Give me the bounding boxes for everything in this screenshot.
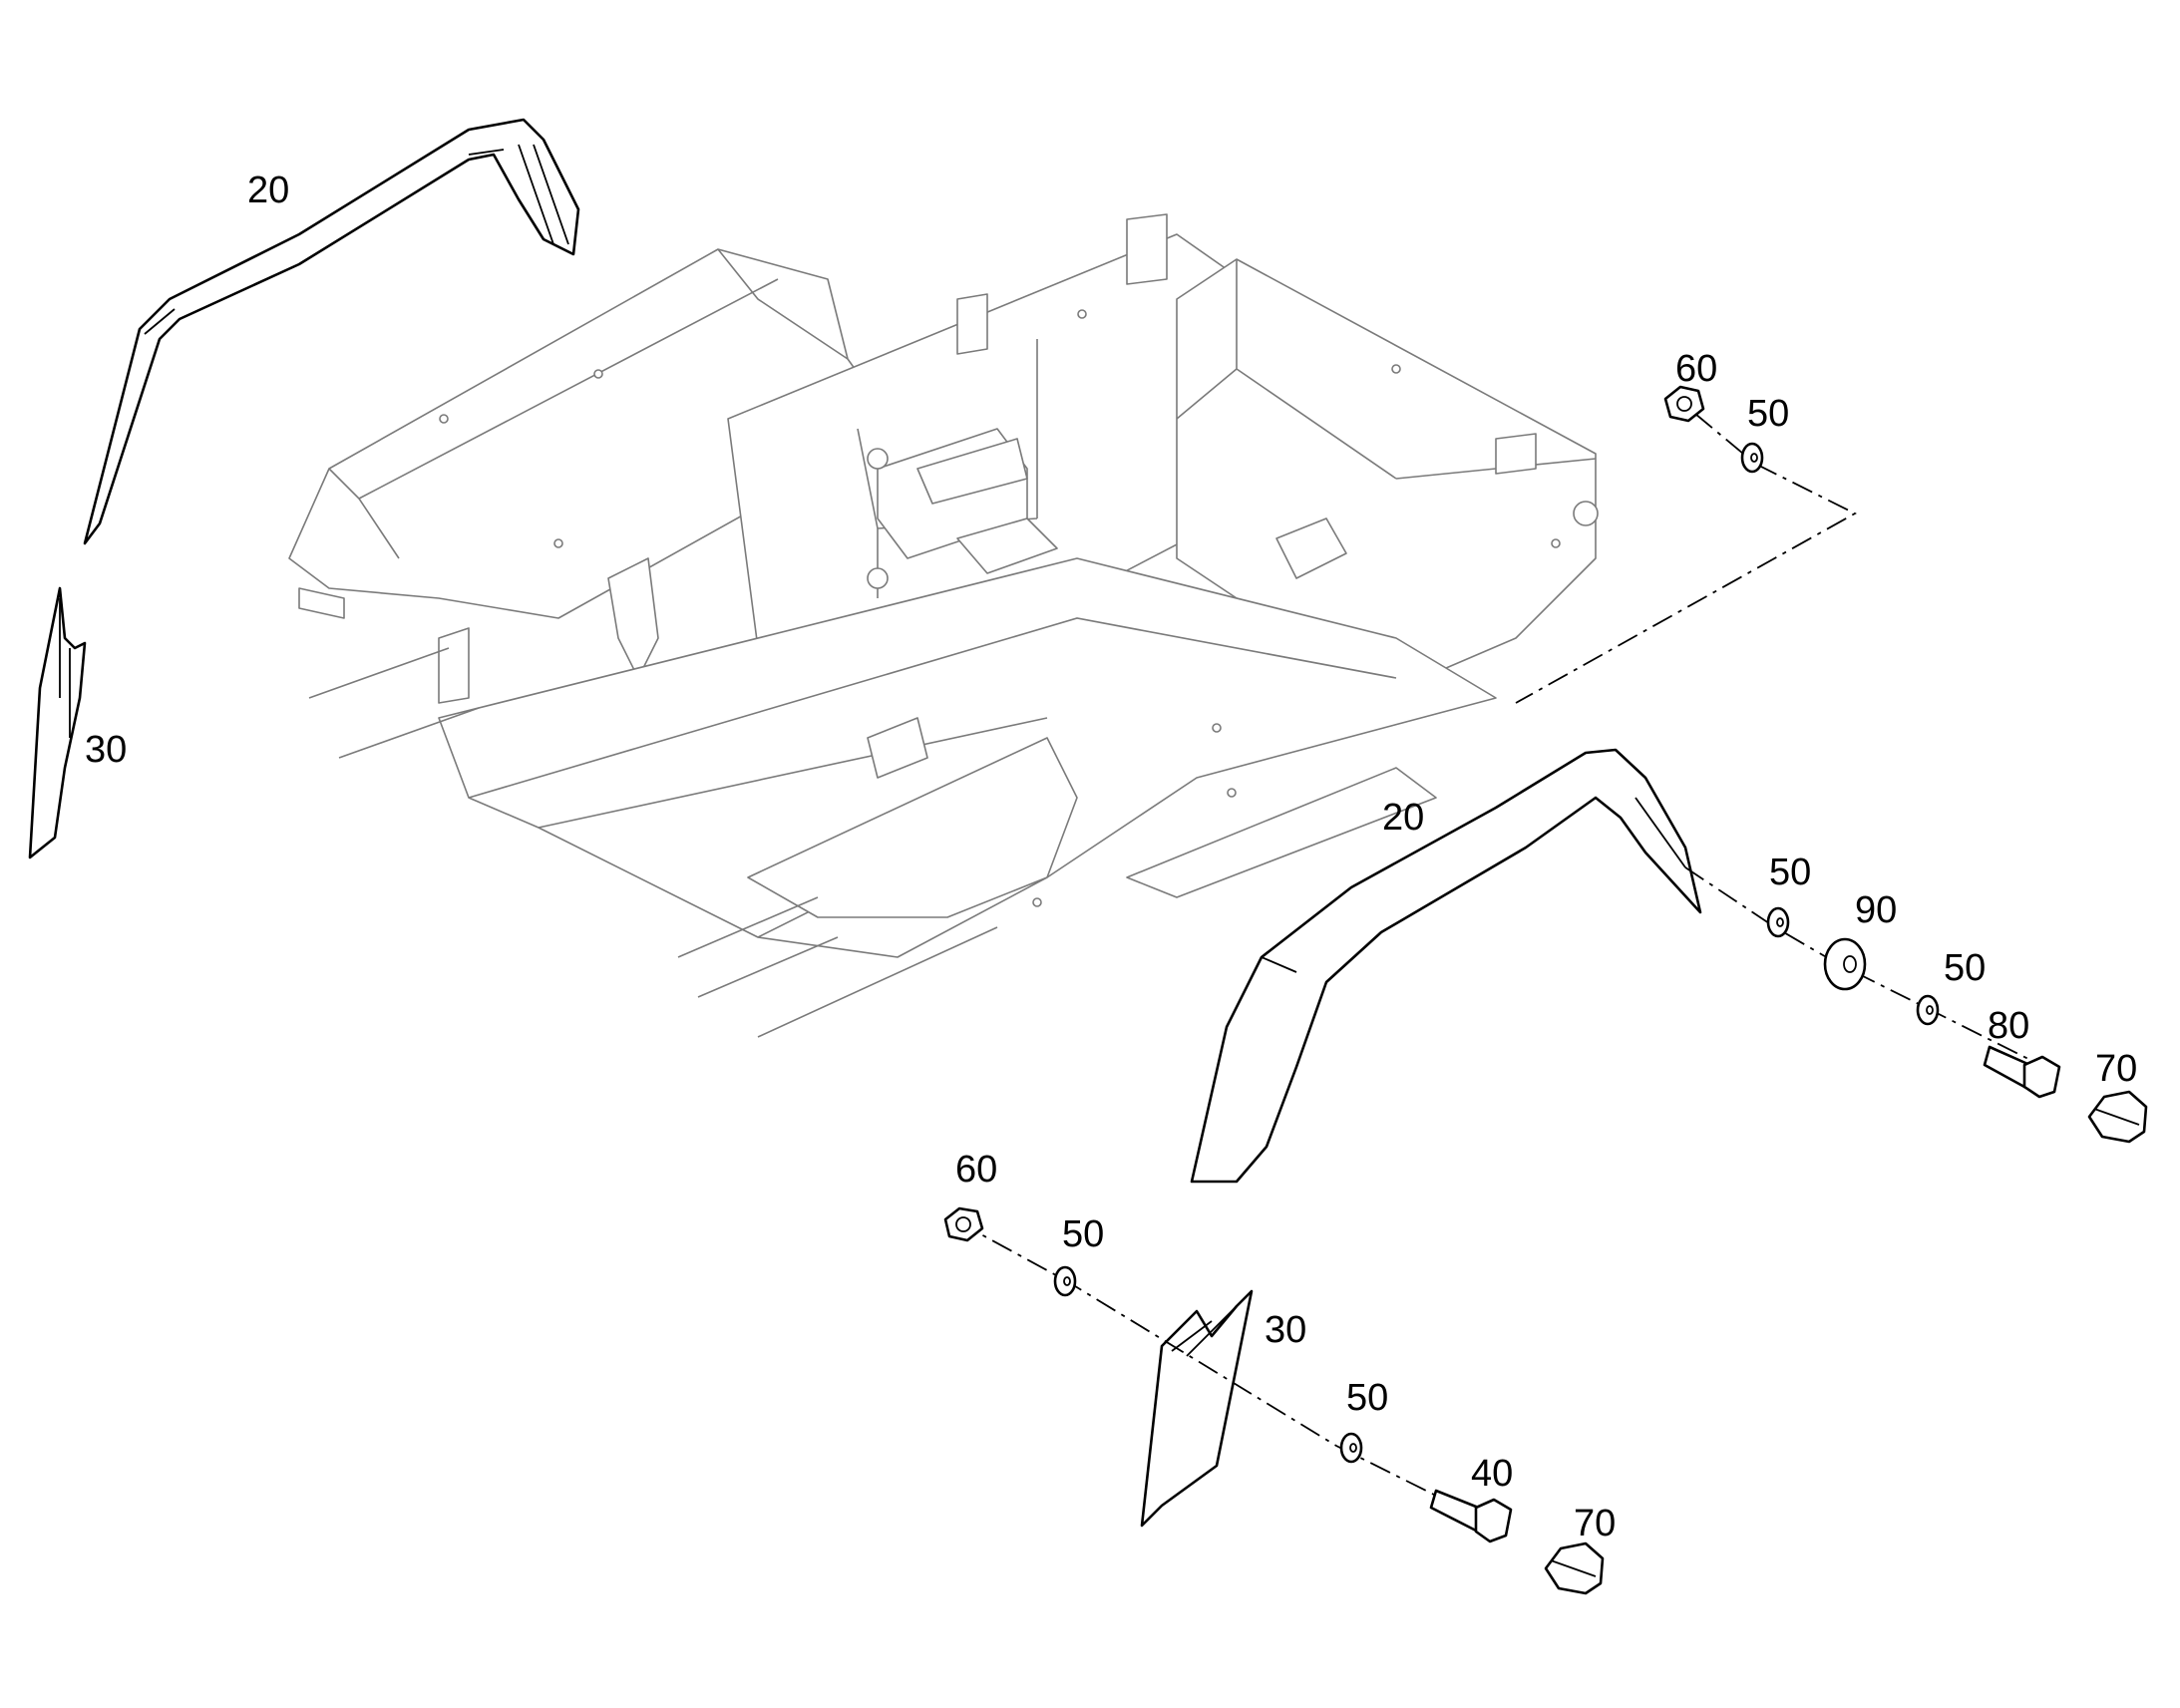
fender-left bbox=[83, 118, 580, 545]
bolt-80 bbox=[1983, 1045, 2061, 1099]
label-flap-left: 30 bbox=[85, 729, 127, 771]
label-fender-left: 20 bbox=[247, 170, 289, 211]
chassis-frame bbox=[288, 213, 1599, 1038]
washer-50-upper bbox=[1740, 442, 1764, 474]
hardware-lower bbox=[943, 1206, 1605, 1595]
label-fender-right: 20 bbox=[1382, 797, 1424, 839]
label-spacer: 90 bbox=[1855, 889, 1897, 931]
label-cap-upper: 70 bbox=[2095, 1048, 2137, 1090]
callout-labels: 20 30 20 60 50 50 90 50 80 70 60 50 30 5… bbox=[85, 170, 2137, 1544]
nut-60-lower bbox=[943, 1206, 984, 1242]
label-washer-lower-1: 50 bbox=[1062, 1213, 1104, 1255]
washer-50-mid-2 bbox=[1916, 994, 1940, 1026]
label-cap-lower: 70 bbox=[1574, 1503, 1616, 1544]
label-nut-lower: 60 bbox=[955, 1149, 997, 1191]
washer-50-mid-1 bbox=[1766, 906, 1790, 938]
label-flap-right: 30 bbox=[1265, 1309, 1306, 1351]
spacer-90 bbox=[1823, 937, 1867, 991]
washer-50-lower-1 bbox=[1053, 1265, 1077, 1297]
fender-right bbox=[1190, 748, 1702, 1184]
hardware-mid-right bbox=[1766, 906, 2148, 1144]
cap-70-upper bbox=[2087, 1090, 2148, 1144]
nut-60-upper bbox=[1663, 385, 1705, 423]
label-washer-lower-2: 50 bbox=[1346, 1377, 1388, 1419]
label-washer-upper: 50 bbox=[1747, 393, 1789, 435]
hardware-upper-right bbox=[1663, 385, 1764, 474]
label-nut-upper: 60 bbox=[1675, 348, 1717, 390]
cap-70-lower bbox=[1544, 1541, 1605, 1595]
label-washer-mid-2: 50 bbox=[1944, 947, 1986, 989]
label-bolt-lower: 40 bbox=[1471, 1453, 1513, 1495]
mud-flap-left bbox=[28, 586, 87, 859]
washer-50-lower-2 bbox=[1339, 1432, 1363, 1464]
mud-flap-right bbox=[1140, 1289, 1254, 1528]
label-washer-mid-1: 50 bbox=[1769, 852, 1811, 893]
label-bolt-upper: 80 bbox=[1988, 1005, 2029, 1047]
bolt-40 bbox=[1429, 1489, 1513, 1543]
